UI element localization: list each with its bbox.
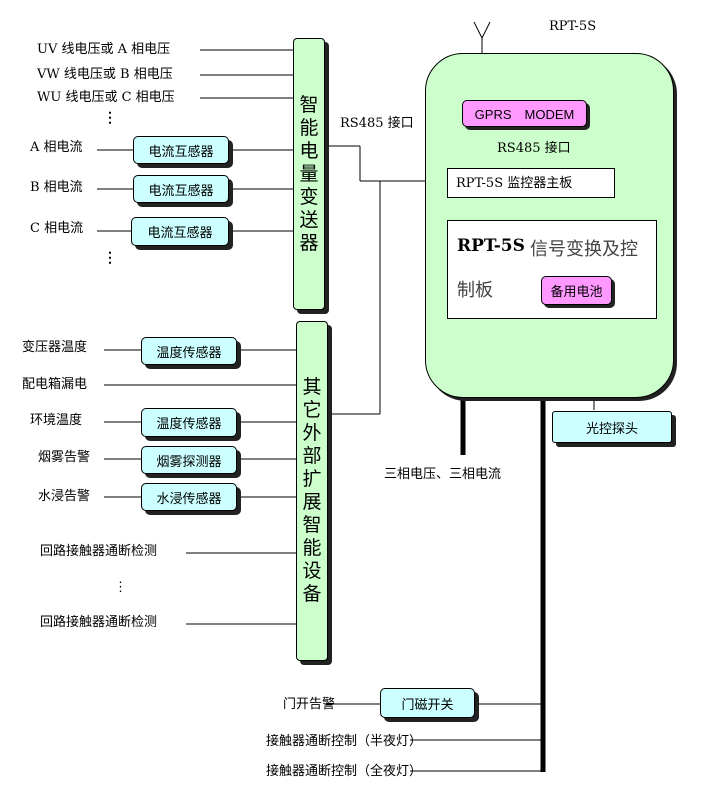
external-smart-devices: 其它外部扩展智能设备 — [296, 321, 328, 661]
current-transformer-b: 电流互感器 — [133, 175, 229, 203]
ellipsis-1: ⋮ — [103, 110, 117, 126]
uv-voltage-label: UV 线电压或 A 相电压 — [37, 42, 171, 57]
temperature-sensor-1: 温度传感器 — [141, 337, 237, 365]
light-control-probe: 光控探头 — [552, 411, 672, 443]
ellipsis-2: ⋮ — [103, 250, 117, 266]
ellipsis-3: ⋮ — [114, 580, 127, 595]
vw-voltage-label: VW 线电压或 B 相电压 — [37, 67, 173, 82]
current-transformer-a: 电流互感器 — [133, 136, 229, 164]
temperature-sensor-2: 温度传感器 — [141, 408, 237, 437]
loop-check-label-2: 回路接触器通断检测 — [40, 615, 158, 630]
loop-check-label-1: 回路接触器通断检测 — [40, 544, 158, 559]
diagram-title: RPT-5S — [549, 19, 597, 34]
signal-board-title-a: 信号变换及控 — [530, 239, 638, 260]
water-sensor: 水浸传感器 — [141, 483, 237, 511]
half-night-control-label: 接触器通断控制（半夜灯） — [266, 734, 423, 749]
rs485-inner-label: RS485 接口 — [497, 141, 571, 156]
smoke-detector: 烟雾探测器 — [141, 446, 237, 474]
wu-voltage-label: WU 线电压或 C 相电压 — [37, 90, 175, 105]
monitor-mainboard: RPT-5S 监控器主板 — [447, 168, 615, 198]
gprs-modem: GPRS MODEM — [462, 100, 587, 127]
door-magnet-switch: 门磁开关 — [380, 688, 475, 718]
signal-board-title-b: 制板 — [457, 280, 493, 301]
phase-c-current-label: C 相电流 — [30, 221, 84, 236]
rs485-bus-label: RS485 接口 — [340, 116, 414, 131]
phase-b-current-label: B 相电流 — [30, 180, 83, 195]
smoke-alarm-label: 烟雾告警 — [38, 450, 91, 465]
door-alarm-label: 门开告警 — [283, 697, 336, 712]
current-transformer-c: 电流互感器 — [131, 217, 229, 246]
three-phase-label: 三相电压、三相电流 — [384, 467, 502, 482]
backup-battery: 备用电池 — [541, 276, 612, 305]
full-night-control-label: 接触器通断控制（全夜灯） — [266, 764, 423, 779]
transformer-temp-label: 变压器温度 — [22, 340, 88, 355]
signal-board-model: RPT-5S — [457, 236, 525, 256]
water-alarm-label: 水浸告警 — [38, 489, 91, 504]
smart-power-transmitter: 智能电量变送器 — [293, 38, 325, 310]
phase-a-current-label: A 相电流 — [30, 140, 83, 155]
leakage-label: 配电箱漏电 — [22, 377, 88, 392]
env-temp-label: 环境温度 — [30, 413, 83, 428]
